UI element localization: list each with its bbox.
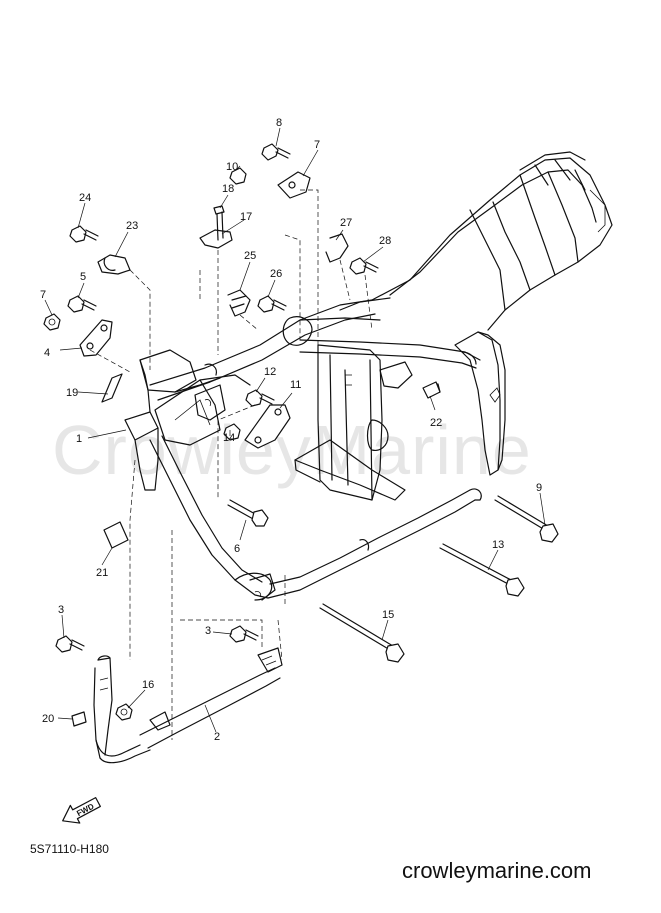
lower-crossbar [139,647,283,749]
callout-19: 18 [222,183,234,195]
callout-labels: 8 7 10 18 17 24 23 27 28 25 26 5 7 4 12 … [40,117,542,743]
leader-lines [44,127,546,733]
front-lower-loop [93,655,151,764]
head-pipe [124,349,221,491]
callout-3-right: 3 [205,625,211,637]
site-name: crowleymarine.com [402,858,592,883]
callout-24: 23 [126,220,138,232]
callout-14: 13 [492,539,504,551]
front-engine-bracket [194,384,226,421]
mid-cross-tube [299,339,481,369]
callout-12: 11 [290,379,301,391]
callout-1: 1 [76,433,82,445]
diagram-code: 5S71110-H180 [30,842,109,856]
callout-22: 21 [96,567,108,579]
callout-11: 10 [226,161,238,173]
callout-18: 17 [240,211,252,223]
callout-17: 16 [142,679,154,691]
rear-frame-upper [371,151,613,331]
callout-3-upper: 3 [58,604,64,616]
lower-frame-rails [249,488,482,601]
callout-2: 2 [214,731,220,743]
callout-7: 7 [40,289,46,301]
callout-9: 8 [276,117,282,129]
center-mount-plate [294,344,406,501]
callout-15: 14 [223,432,235,444]
fwd-arrow: FWD [62,797,101,824]
callout-29: 28 [379,235,391,247]
head-gusset [154,363,251,446]
callout-21: 20 [42,713,54,725]
callout-4: 4 [44,347,50,359]
callout-6: 6 [234,543,240,555]
callout-25: 24 [79,192,91,204]
callout-20: 19 [66,387,78,399]
callout-23: 22 [430,417,442,429]
callout-16: 15 [382,609,394,621]
callout-28: 27 [340,217,352,229]
callout-8: 7 [314,139,320,151]
callout-13: 12 [264,366,276,378]
alignment-lines [89,189,373,740]
callout-10: 9 [536,482,542,494]
rear-side-upright [454,331,506,476]
callout-5: 5 [80,271,86,283]
callout-27: 26 [270,268,282,280]
callout-26: 25 [244,250,256,262]
fasteners [43,143,559,727]
